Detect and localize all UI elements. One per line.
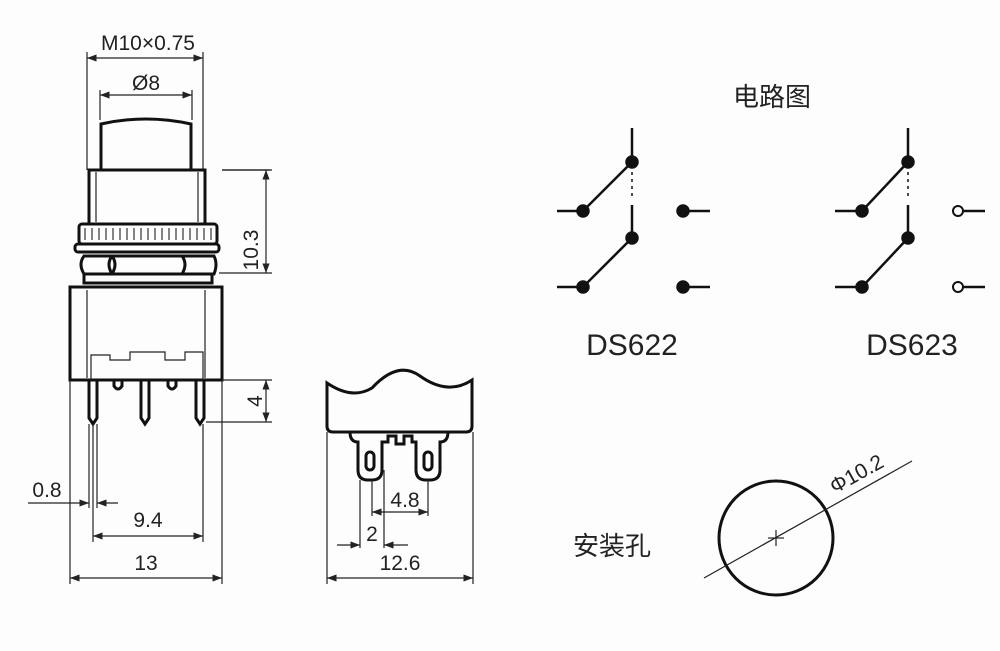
mounting-hole-circle	[717, 479, 835, 597]
pin-length-label: 4	[244, 395, 267, 407]
circuit-diagrams: 电路图 DS622 DS623	[557, 83, 985, 362]
model-ds623-label: DS623	[866, 329, 958, 362]
body-width-label: 13	[134, 552, 157, 575]
circuit-title: 电路图	[733, 83, 811, 113]
mounting-hole: 安装孔 Φ10.2	[573, 450, 913, 597]
thread-label: M10×0.75	[101, 32, 195, 55]
side-width-label: 12.6	[380, 552, 421, 575]
hex-nut	[79, 254, 218, 276]
pins	[87, 380, 206, 427]
side-terminals	[348, 431, 450, 482]
model-ds622-label: DS622	[586, 329, 678, 362]
circuit-ds623	[835, 128, 985, 294]
diameter-line	[703, 460, 913, 579]
front-view: M10×0.75 Ø8 10.3	[28, 32, 272, 584]
side-body	[325, 368, 474, 434]
terminal-width-label: 2	[366, 523, 378, 546]
side-view: 4.8 2 12.6	[325, 368, 474, 584]
height-dimension-label: 10.3	[240, 230, 263, 271]
cap-diameter-label: Ø8	[132, 72, 160, 95]
bezel	[87, 168, 207, 226]
mounting-hole-label: 安装孔	[573, 532, 651, 562]
circuit-ds622	[557, 128, 710, 294]
button-cap	[99, 117, 193, 170]
thread-stub	[82, 272, 214, 285]
washer	[73, 242, 221, 254]
pin-width-label: 0.8	[32, 479, 61, 502]
hole-diameter-label: Φ10.2	[826, 450, 888, 498]
pin-spacing-label: 9.4	[133, 509, 163, 532]
switch-housing	[68, 285, 224, 382]
terminal-spacing-label: 4.8	[390, 489, 419, 512]
